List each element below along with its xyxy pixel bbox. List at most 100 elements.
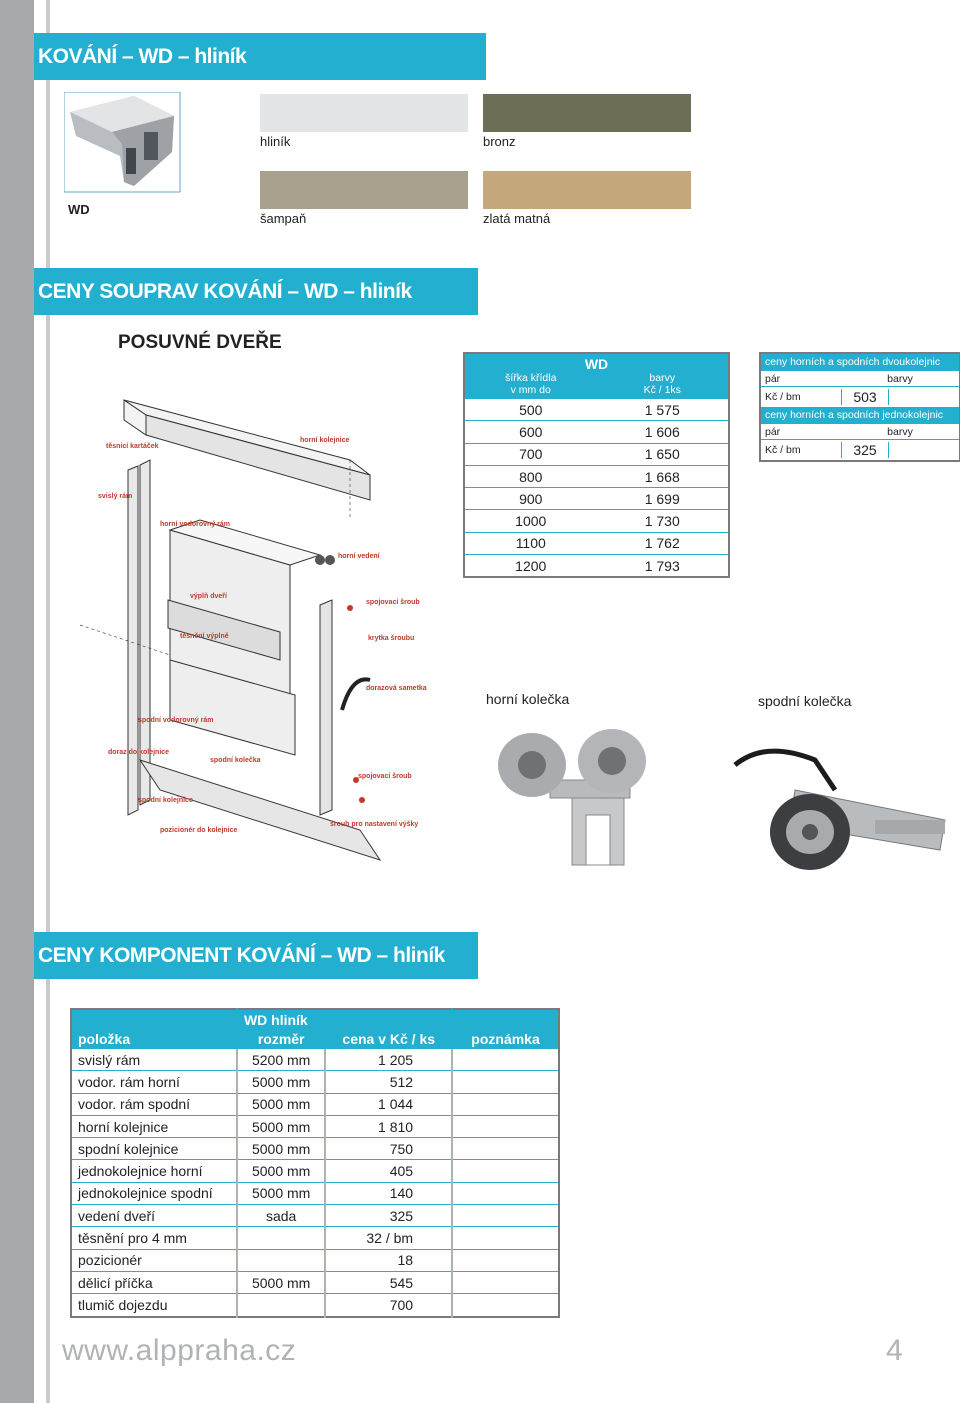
item-name: dělicí příčka [71, 1270, 237, 1294]
price-cell: 1 606 [644, 423, 680, 440]
door-assembly-diagram: těsnicí kartáček svislý rám horní vodoro… [80, 399, 427, 861]
table-row: 600 1 606 [465, 420, 728, 442]
item-name: spodní kolejnice [71, 1137, 237, 1160]
price-cell: 1 668 [644, 468, 680, 485]
item-note [451, 1181, 559, 1205]
width-cell: 800 [519, 468, 543, 485]
price-cell: 1 762 [644, 535, 680, 552]
item-size: 5000 mm [235, 1114, 326, 1138]
table-row: pozicionér 18 [71, 1248, 559, 1272]
width-cell: 500 [519, 401, 543, 418]
swatch-sampan-label: šampaň [260, 211, 307, 226]
profile-label: WD [68, 202, 90, 217]
rail-pair-price-box: ceny horních a spodních dvoukolejnic pár… [759, 352, 960, 462]
item-size: 5000 mm [235, 1137, 326, 1160]
wd-col1-line1: šířka křídla [505, 372, 557, 384]
swatch-hlinik [260, 94, 468, 132]
swatch-hlinik-label: hliník [260, 134, 291, 149]
price-cell: 1 650 [644, 446, 680, 463]
colors-label: barvy [887, 372, 913, 385]
diag-label-14: spodní kolejnice [138, 797, 193, 804]
left-grey-bar [0, 0, 34, 1403]
item-size: 5000 mm [235, 1092, 326, 1116]
wd-col2-line2: Kč / 1ks [643, 384, 681, 396]
diag-label-4: horní vedení [338, 553, 381, 560]
single-rail-price: 325 [841, 442, 889, 458]
bottom-wheels-image [733, 748, 946, 870]
item-note [451, 1270, 559, 1294]
diag-label-16: pozicionér do kolejnice [160, 827, 238, 834]
width-cell: 900 [519, 490, 543, 507]
section-title: POSUVNÉ DVEŘE [118, 332, 282, 353]
item-note [451, 1159, 559, 1183]
diag-label-7: těsnění výplně [180, 633, 229, 640]
item-size: 5000 mm [235, 1070, 326, 1094]
components-price-table: WD hliník položka rozměr cena v Kč / ks … [70, 1008, 560, 1318]
wd-table-title: WD [584, 356, 609, 372]
item-price: 1 044 [324, 1092, 453, 1116]
item-price: 700 [324, 1293, 453, 1317]
diag-label-10: spodní vodorovný rám [138, 717, 213, 724]
item-price: 512 [324, 1070, 453, 1094]
col-note: poznámka [451, 1029, 559, 1049]
banner-components: CENY KOMPONENT KOVÁNÍ – WD – hliník [34, 932, 478, 979]
diag-label-12: spodní kolečka [210, 757, 261, 764]
unit-label: Kč / bm [765, 391, 801, 403]
item-note [451, 1047, 559, 1071]
page-number: 4 [886, 1334, 903, 1367]
item-size: 5000 mm [235, 1181, 326, 1205]
swatch-sampan [260, 171, 468, 209]
diag-label-5: výplň dveří [190, 593, 228, 600]
price-cell: 1 793 [644, 557, 680, 574]
item-name: svislý rám [71, 1047, 237, 1071]
top-wheels-caption: horní kolečka [486, 691, 570, 707]
item-note [451, 1226, 559, 1250]
top-wheels-image [498, 729, 646, 866]
item-name: těsnění pro 4 mm [71, 1226, 237, 1250]
item-name: pozicionér [71, 1248, 237, 1272]
double-rail-price: 503 [841, 389, 889, 405]
diag-label-2: horní vodorovný rám [160, 521, 230, 528]
diag-label-15: šroub pro nastavení výšky [330, 821, 418, 828]
width-cell: 700 [519, 446, 543, 463]
item-price: 32 / bm [324, 1226, 453, 1250]
diag-label-3: horní kolejnice [300, 437, 350, 444]
diag-label-8: krytka šroubu [368, 635, 414, 642]
item-note [451, 1248, 559, 1272]
item-price: 18 [324, 1248, 453, 1272]
item-size: 5000 mm [235, 1159, 326, 1183]
item-name: vedení dveří [71, 1204, 237, 1227]
footer-url[interactable]: www.alppraha.cz [62, 1334, 297, 1367]
col-item: položka [71, 1029, 237, 1049]
pair-label: pár [765, 372, 781, 385]
item-note [451, 1070, 559, 1094]
item-note [451, 1092, 559, 1116]
item-size [235, 1248, 326, 1272]
item-note [451, 1204, 559, 1227]
table-row: 800 1 668 [465, 464, 728, 487]
wd-col2-line1: barvy [649, 372, 676, 384]
item-size: 5000 mm [235, 1270, 326, 1294]
diag-label-11: doraz do kolejnice [108, 749, 169, 756]
item-price: 545 [324, 1270, 453, 1294]
item-note [451, 1114, 559, 1138]
item-price: 140 [324, 1181, 453, 1205]
swatch-bronz [483, 94, 691, 132]
width-cell: 600 [519, 423, 543, 440]
pair-label: pár [765, 425, 781, 438]
single-rail-title: ceny horních a spodních jednokolejnic [761, 407, 959, 423]
item-price: 325 [324, 1204, 453, 1227]
